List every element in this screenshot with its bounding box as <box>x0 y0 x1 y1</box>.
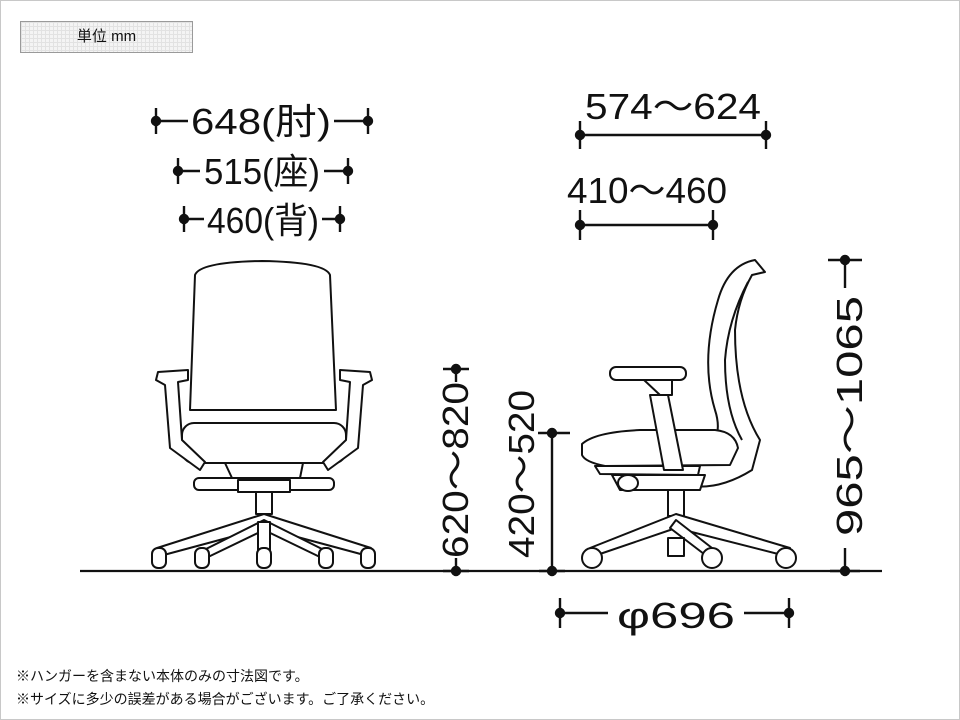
dim-height-seat: 420～520 <box>501 390 542 558</box>
dim-height-overall: 965～1065 <box>829 296 870 536</box>
dim-depth-overall: 574～624 <box>585 86 761 127</box>
note-line-2: ※サイズに多少の誤差がある場合がございます。ご了承ください。 <box>16 691 435 707</box>
dim-width-seat: 515(座) <box>204 151 320 192</box>
dim-base-diameter: φ696 <box>617 595 735 636</box>
unit-label: 単位 mm <box>76 28 137 45</box>
unit-label-box: 単位 mm <box>20 21 193 53</box>
dim-width-back: 460(背) <box>207 200 319 241</box>
dimension-lines <box>150 108 862 628</box>
dim-depth-seat: 410～460 <box>567 170 727 211</box>
note-line-1: ※ハンガーを含まない本体のみの寸法図です。 <box>16 668 309 684</box>
side-chair-drawing <box>581 259 797 569</box>
dim-width-armrest: 648(肘) <box>191 101 331 142</box>
front-chair-drawing <box>151 260 376 569</box>
dim-height-armrest: 620～820 <box>435 382 476 558</box>
